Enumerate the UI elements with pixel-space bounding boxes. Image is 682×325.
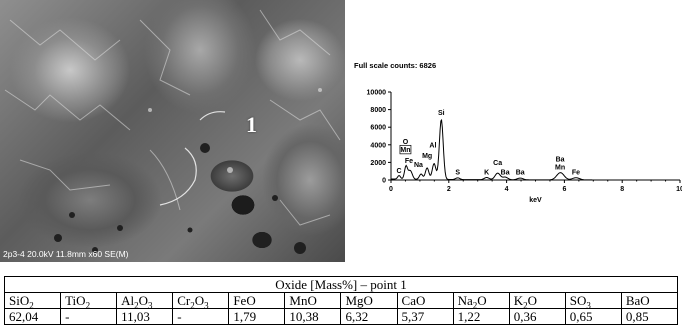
x-tick-label: 4 bbox=[505, 186, 509, 193]
oxide-value-cell: 62,04 bbox=[3, 308, 62, 325]
y-tick-label: 4000 bbox=[370, 142, 386, 149]
x-tick-label: 10 bbox=[676, 186, 682, 193]
oxide-header-cell: MnO bbox=[284, 292, 342, 309]
y-tick-label: 10000 bbox=[367, 90, 387, 97]
table-caption: Oxide [Mass%] – point 1 bbox=[4, 276, 678, 293]
element-label: Mn bbox=[400, 147, 410, 154]
oxide-header-cell: Al2O3 bbox=[116, 292, 174, 309]
oxide-value-cell: 0,65 bbox=[564, 308, 622, 325]
spectrum-line bbox=[390, 118, 680, 181]
mn-label-box bbox=[399, 144, 412, 155]
element-label: S bbox=[455, 170, 460, 177]
oxide-header-cell: CaO bbox=[396, 292, 454, 309]
element-label: Mn bbox=[555, 164, 565, 171]
spectrum-plot: Full scale counts: 6826 0 2000 4000 6000 800… bbox=[354, 61, 682, 204]
micrograph-texture bbox=[4, 9, 341, 254]
element-label: O bbox=[403, 139, 409, 146]
oxide-value-cell: 11,03 bbox=[116, 308, 174, 325]
oxide-value-cell: 5,37 bbox=[396, 308, 454, 325]
oxide-value-cell: 6,32 bbox=[340, 308, 398, 325]
y-tick-label: 0 bbox=[382, 178, 386, 185]
oxide-header-cell: SO3 bbox=[564, 292, 622, 309]
element-label: Al bbox=[429, 142, 436, 149]
element-label: Ba bbox=[501, 170, 510, 177]
oxide-value-cell: 0,36 bbox=[508, 308, 566, 325]
oxide-header-cell: MgO bbox=[340, 292, 398, 309]
oxide-value-cell: - bbox=[60, 308, 118, 325]
oxide-header-cell: Na2O bbox=[452, 292, 510, 309]
micrograph-caption: 2p3-4 20.0kV 11.8mm x60 SE(M) bbox=[3, 249, 129, 259]
oxide-value-cell: 0,85 bbox=[620, 308, 679, 325]
oxide-value-cell: 1,22 bbox=[452, 308, 510, 325]
element-label: Mg bbox=[422, 153, 432, 160]
oxide-header-cell: BaO bbox=[620, 292, 679, 309]
sem-micrograph: 1 2p3-4 20.0kV 11.8mm x60 SE(M) bbox=[0, 0, 345, 262]
element-label: C bbox=[397, 168, 402, 175]
element-label: Ba bbox=[556, 157, 565, 164]
oxide-header-cell: SiO2 bbox=[3, 292, 62, 309]
x-tick-label: 8 bbox=[620, 186, 624, 193]
oxide-header-cell: FeO bbox=[228, 292, 286, 309]
oxide-value-cell: 10,38 bbox=[284, 308, 342, 325]
full-scale-counts: Full scale counts: 6826 bbox=[354, 61, 436, 70]
oxide-value-cell: 1,79 bbox=[228, 308, 286, 325]
element-label: Si bbox=[438, 110, 445, 117]
x-tick-label: 0 bbox=[389, 186, 393, 193]
analysis-point-label: 1 bbox=[246, 112, 257, 137]
element-label: Fe bbox=[572, 170, 580, 177]
y-tick-label: 2000 bbox=[370, 160, 386, 167]
x-tick-label: 6 bbox=[562, 186, 566, 193]
element-label: Ba bbox=[516, 170, 525, 177]
oxide-value-cell: - bbox=[172, 308, 230, 325]
element-label: Ca bbox=[493, 160, 502, 167]
y-tick-label: 8000 bbox=[370, 107, 386, 114]
oxide-header-cell: Cr2O3 bbox=[172, 292, 230, 309]
element-label: K bbox=[484, 170, 489, 177]
oxide-header-cell: K2O bbox=[508, 292, 566, 309]
x-axis-label: keV bbox=[529, 197, 542, 204]
y-tick-label: 6000 bbox=[370, 125, 386, 132]
element-label: Fe bbox=[405, 158, 413, 165]
eds-spectrum: Full scale counts: 6826 0 2000 4000 6000 800… bbox=[352, 58, 682, 208]
element-label: Na bbox=[414, 162, 423, 169]
x-tick-label: 2 bbox=[447, 186, 451, 193]
oxide-header-cell: TiO2 bbox=[60, 292, 118, 309]
